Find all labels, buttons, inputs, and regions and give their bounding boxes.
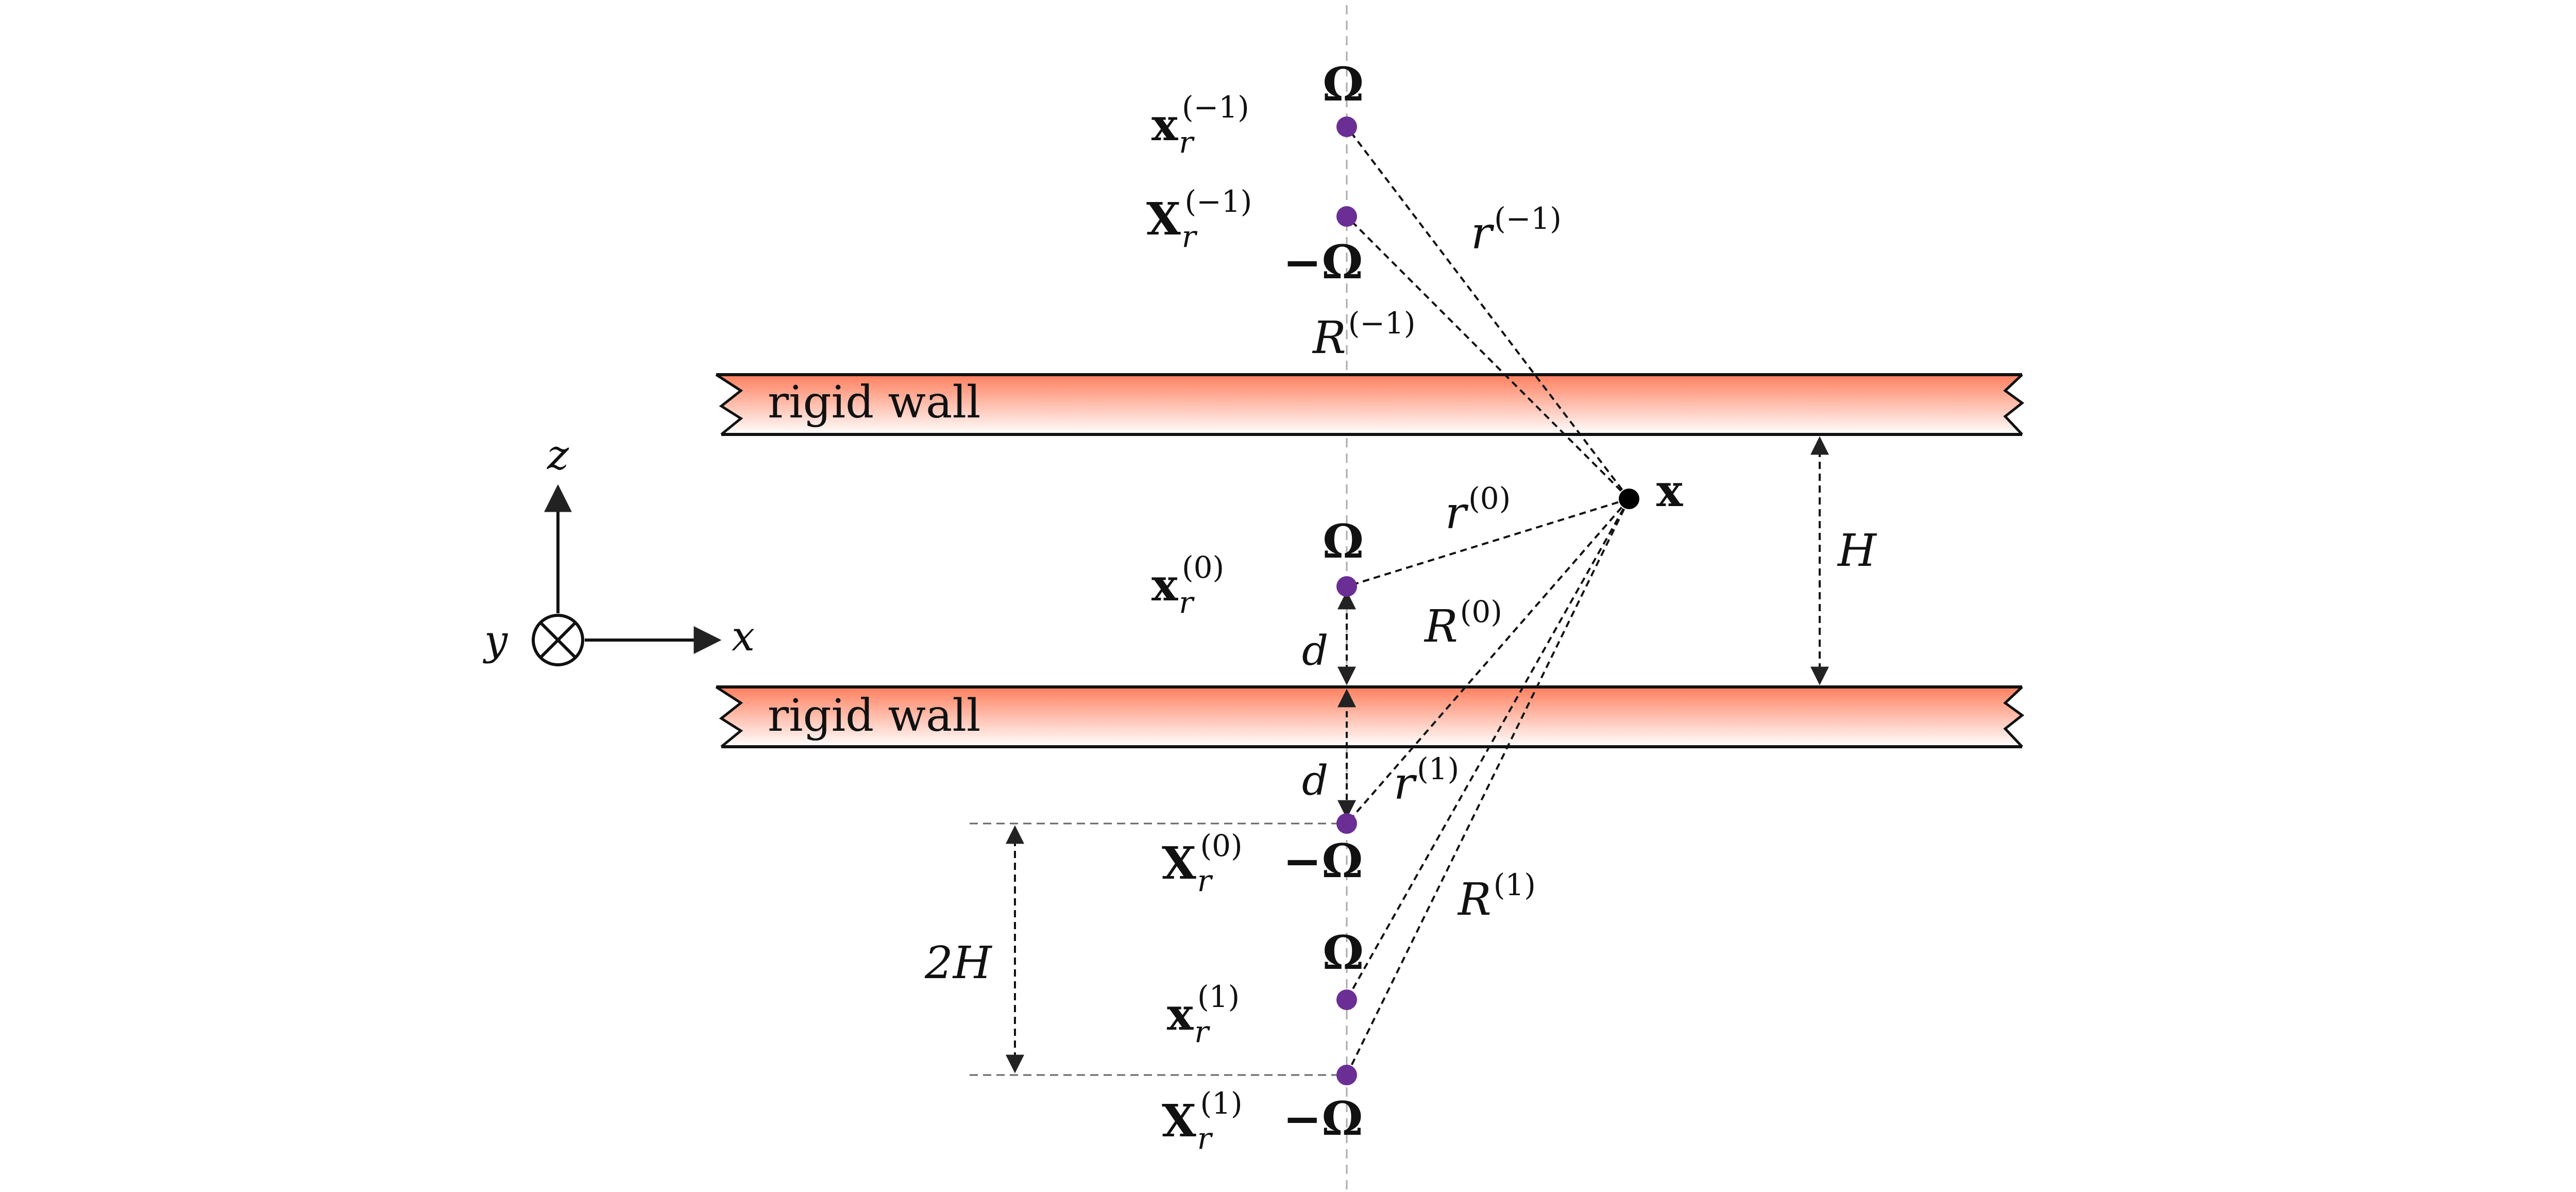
source-xr-minus1 bbox=[1336, 116, 1357, 137]
label-xr-minus1: xr(−1) bbox=[1151, 90, 1249, 160]
bottom-rigid-wall: rigid wall bbox=[715, 685, 2025, 748]
source-xr-0 bbox=[1336, 576, 1357, 597]
field-point-label: x bbox=[1656, 465, 1683, 517]
source-Xr-1 bbox=[1336, 1065, 1357, 1085]
top-rigid-wall: rigid wall bbox=[715, 373, 2025, 436]
label-xr-0: xr(0) bbox=[1151, 550, 1224, 620]
label-Xr-0: Xr(0) bbox=[1162, 828, 1243, 898]
z-axis-label: z bbox=[547, 431, 569, 479]
omega-Xr-1: −Ω bbox=[1283, 1092, 1363, 1146]
label-xr-1: xr(1) bbox=[1167, 979, 1240, 1049]
label-r-1: r(1) bbox=[1394, 751, 1459, 810]
source-Xr-minus1 bbox=[1336, 206, 1357, 227]
bottom-wall-label: rigid wall bbox=[768, 690, 980, 742]
omega-xr-0: Ω bbox=[1323, 514, 1364, 569]
image-sources bbox=[1336, 116, 1357, 1085]
source-xr-1 bbox=[1336, 989, 1357, 1010]
H-label: H bbox=[1837, 525, 1877, 577]
top-wall-label: rigid wall bbox=[768, 377, 980, 428]
omega-Xr-0: −Ω bbox=[1283, 834, 1363, 888]
label-r-minus1: r(−1) bbox=[1471, 201, 1562, 259]
omega-Xr-minus1: −Ω bbox=[1283, 235, 1363, 290]
label-R-1: R(1) bbox=[1457, 867, 1536, 926]
distance-lines bbox=[1346, 126, 1630, 1076]
label-R-0: R(0) bbox=[1423, 594, 1502, 652]
d-label-lower: d bbox=[1302, 757, 1328, 804]
field-point-x bbox=[1619, 489, 1639, 509]
coordinate-axes: z x y bbox=[483, 431, 755, 666]
label-Xr-1: Xr(1) bbox=[1162, 1086, 1243, 1156]
omega-xr-minus1: Ω bbox=[1323, 57, 1364, 112]
source-Xr-0 bbox=[1336, 813, 1357, 834]
omega-xr-1: Ω bbox=[1323, 926, 1364, 980]
label-R-minus1: R(−1) bbox=[1312, 306, 1416, 364]
d-label-upper: d bbox=[1302, 627, 1328, 675]
y-axis-label: y bbox=[483, 616, 509, 664]
2H-label: 2H bbox=[924, 937, 993, 989]
x-axis-label: x bbox=[732, 612, 755, 660]
label-r-0: r(0) bbox=[1445, 481, 1511, 539]
label-Xr-minus1: Xr(−1) bbox=[1146, 184, 1252, 254]
